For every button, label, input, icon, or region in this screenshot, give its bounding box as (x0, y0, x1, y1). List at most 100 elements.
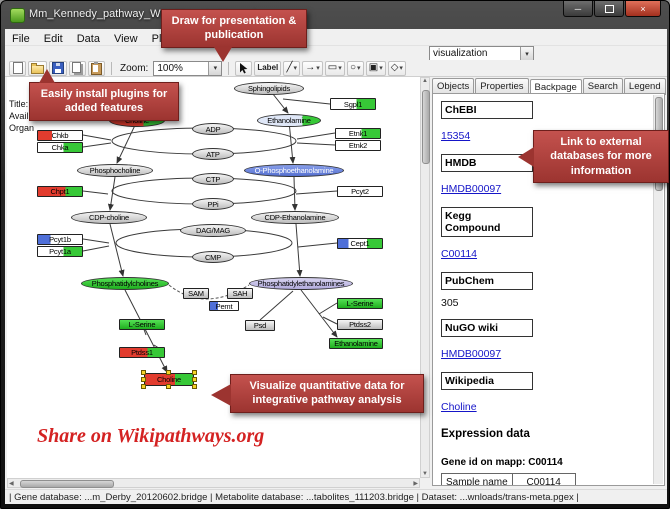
scrollbar-thumb[interactable] (422, 90, 430, 164)
gene-id-line: Gene id on mapp: C00114 (441, 457, 563, 468)
node-phosphocholine[interactable]: Phosphocholine (77, 164, 153, 177)
node-pemt[interactable]: Pemt (209, 301, 239, 311)
arrow-tool-button[interactable]: →▾ (302, 60, 323, 76)
external-database-link[interactable]: C00114 (441, 248, 478, 260)
save-icon (52, 62, 64, 74)
copy-icon (72, 61, 81, 73)
backpage-section: PubChem 305 (441, 272, 656, 309)
node-pcyt1b[interactable]: Pcyt1b (37, 234, 83, 245)
node-o-phosphoethanolamine[interactable]: O-Phosphoethanolamine (244, 164, 344, 177)
node-chpt1[interactable]: Chpt1 (37, 186, 83, 197)
tab-legend[interactable]: Legend (623, 78, 666, 95)
open-file-button[interactable] (28, 60, 47, 76)
menu-edit[interactable]: Edit (43, 33, 63, 45)
visualization-select[interactable]: visualization ▾ (429, 46, 534, 61)
external-database-link[interactable]: HMDB00097 (441, 183, 502, 195)
new-file-button[interactable] (9, 60, 26, 76)
selection-handle[interactable] (192, 376, 197, 382)
tab-backpage[interactable]: Backpage (529, 79, 582, 96)
backpage-section-header: Wikipedia (441, 372, 533, 390)
node-psd[interactable]: Psd (245, 320, 275, 331)
node-sah[interactable]: SAH (227, 288, 253, 299)
menu-file[interactable]: File (12, 33, 30, 45)
chevron-down-icon: ▾ (520, 47, 533, 60)
node-ppi[interactable]: PPi (192, 198, 234, 210)
node-ethanolamine[interactable]: Ethanolamine (257, 114, 321, 127)
canvas-horizontal-scrollbar[interactable] (7, 478, 420, 488)
external-database-link[interactable]: 15354 (441, 130, 471, 142)
datanode-tool-button[interactable]: ▣▾ (365, 60, 386, 76)
close-button[interactable]: × (625, 1, 661, 17)
node-pcyt1a[interactable]: Pcyt1a (37, 246, 83, 257)
scrollbar-thumb[interactable] (20, 480, 114, 488)
selection-handle[interactable] (166, 370, 171, 375)
node-etnk1[interactable]: Etnk1 (335, 128, 381, 139)
line-tool-button[interactable]: ╱▾ (283, 60, 301, 76)
selection-handle[interactable] (141, 370, 146, 375)
statusbar: | Gene database: ...m_Derby_20120602.bri… (5, 489, 667, 504)
node-l-serine-left[interactable]: L-Serine (119, 319, 165, 330)
visualization-value: visualization (433, 48, 488, 59)
node-dag-mag[interactable]: DAG/MAG (180, 224, 246, 237)
tab-search[interactable]: Search (582, 78, 623, 95)
ellipse-tool-button[interactable]: ○▾ (346, 60, 364, 76)
node-l-serine-right[interactable]: L-Serine (337, 298, 383, 309)
selection-handle[interactable] (192, 384, 197, 389)
shape-tool-button[interactable]: ◇▾ (387, 60, 406, 76)
chevron-down-icon: ▾ (208, 61, 222, 75)
menu-view[interactable]: View (113, 33, 138, 45)
node-ptdss1[interactable]: Ptdss1 (119, 347, 165, 358)
external-database-link[interactable]: HMDB00097 (441, 348, 502, 360)
node-sam[interactable]: SAM (183, 288, 209, 299)
selection-handle[interactable] (166, 384, 171, 389)
node-pcyt2[interactable]: Pcyt2 (337, 186, 383, 197)
node-phosphatidylcholines[interactable]: Phosphatidylcholines (81, 277, 169, 290)
selection-handle[interactable] (141, 384, 146, 389)
node-ethanolamine-box[interactable]: Ethanolamine (329, 338, 383, 349)
node-etnk2[interactable]: Etnk2 (335, 140, 381, 151)
menu-data[interactable]: Data (76, 33, 100, 45)
copy-button[interactable] (69, 60, 86, 76)
node-adp[interactable]: ADP (192, 123, 234, 135)
node-chka[interactable]: Chka (37, 142, 83, 153)
select-tool-button[interactable] (235, 60, 253, 76)
node-phosphatidylethanolamines[interactable]: Phosphatidylethanolamines (249, 277, 353, 290)
arrow-tool-icon: → (305, 62, 316, 73)
callout-draw-text: Draw for presentation & publication (171, 15, 297, 42)
tab-properties[interactable]: Properties (475, 78, 529, 95)
node-cmp[interactable]: CMP (192, 251, 234, 263)
selection-handle[interactable] (192, 370, 197, 375)
selection-handle[interactable] (141, 376, 146, 382)
tab-objects[interactable]: Objects (432, 78, 475, 95)
node-ctp[interactable]: CTP (192, 173, 234, 185)
backpage-section-header: NuGO wiki (441, 319, 533, 337)
pathway-info-label: Title: (9, 99, 29, 109)
backpage-section-header: PubChem (441, 272, 533, 290)
node-atp[interactable]: ATP (192, 148, 234, 160)
label-tool-button[interactable]: Label (254, 60, 282, 76)
titlebar[interactable]: Mm_Kennedy_pathway_WP1771_45176.gpml ─ × (1, 1, 669, 29)
node-ptdss2[interactable]: Ptdss2 (337, 319, 383, 330)
node-cdp-choline[interactable]: CDP-choline (71, 211, 147, 224)
node-cept1[interactable]: Cept1 (337, 238, 383, 249)
minimize-button[interactable]: ─ (563, 1, 593, 17)
backpage-value: 305 (441, 297, 459, 309)
zoom-select[interactable]: 100% ▾ (153, 60, 223, 76)
rectangle-tool-button[interactable]: ▭▾ (324, 60, 345, 76)
external-database-link[interactable]: Choline (441, 401, 477, 413)
node-chkb[interactable]: Chkb (37, 130, 83, 141)
node-sgpl1[interactable]: Sgpl1 (330, 98, 376, 110)
node-cdp-ethanolamine[interactable]: CDP-Ethanolamine (251, 211, 339, 224)
paste-button[interactable] (88, 60, 105, 76)
canvas-vertical-scrollbar[interactable] (420, 77, 430, 478)
callout-link: Link to external databases for more info… (518, 130, 669, 183)
node-sphingolipids[interactable]: Sphingolipids (234, 82, 304, 95)
maximize-button[interactable] (594, 1, 624, 17)
toolbar: Zoom: 100% ▾ Label╱▾→▾▭▾○▾▣▾◇▾ (5, 60, 667, 77)
toolbar-file-group (9, 60, 105, 76)
